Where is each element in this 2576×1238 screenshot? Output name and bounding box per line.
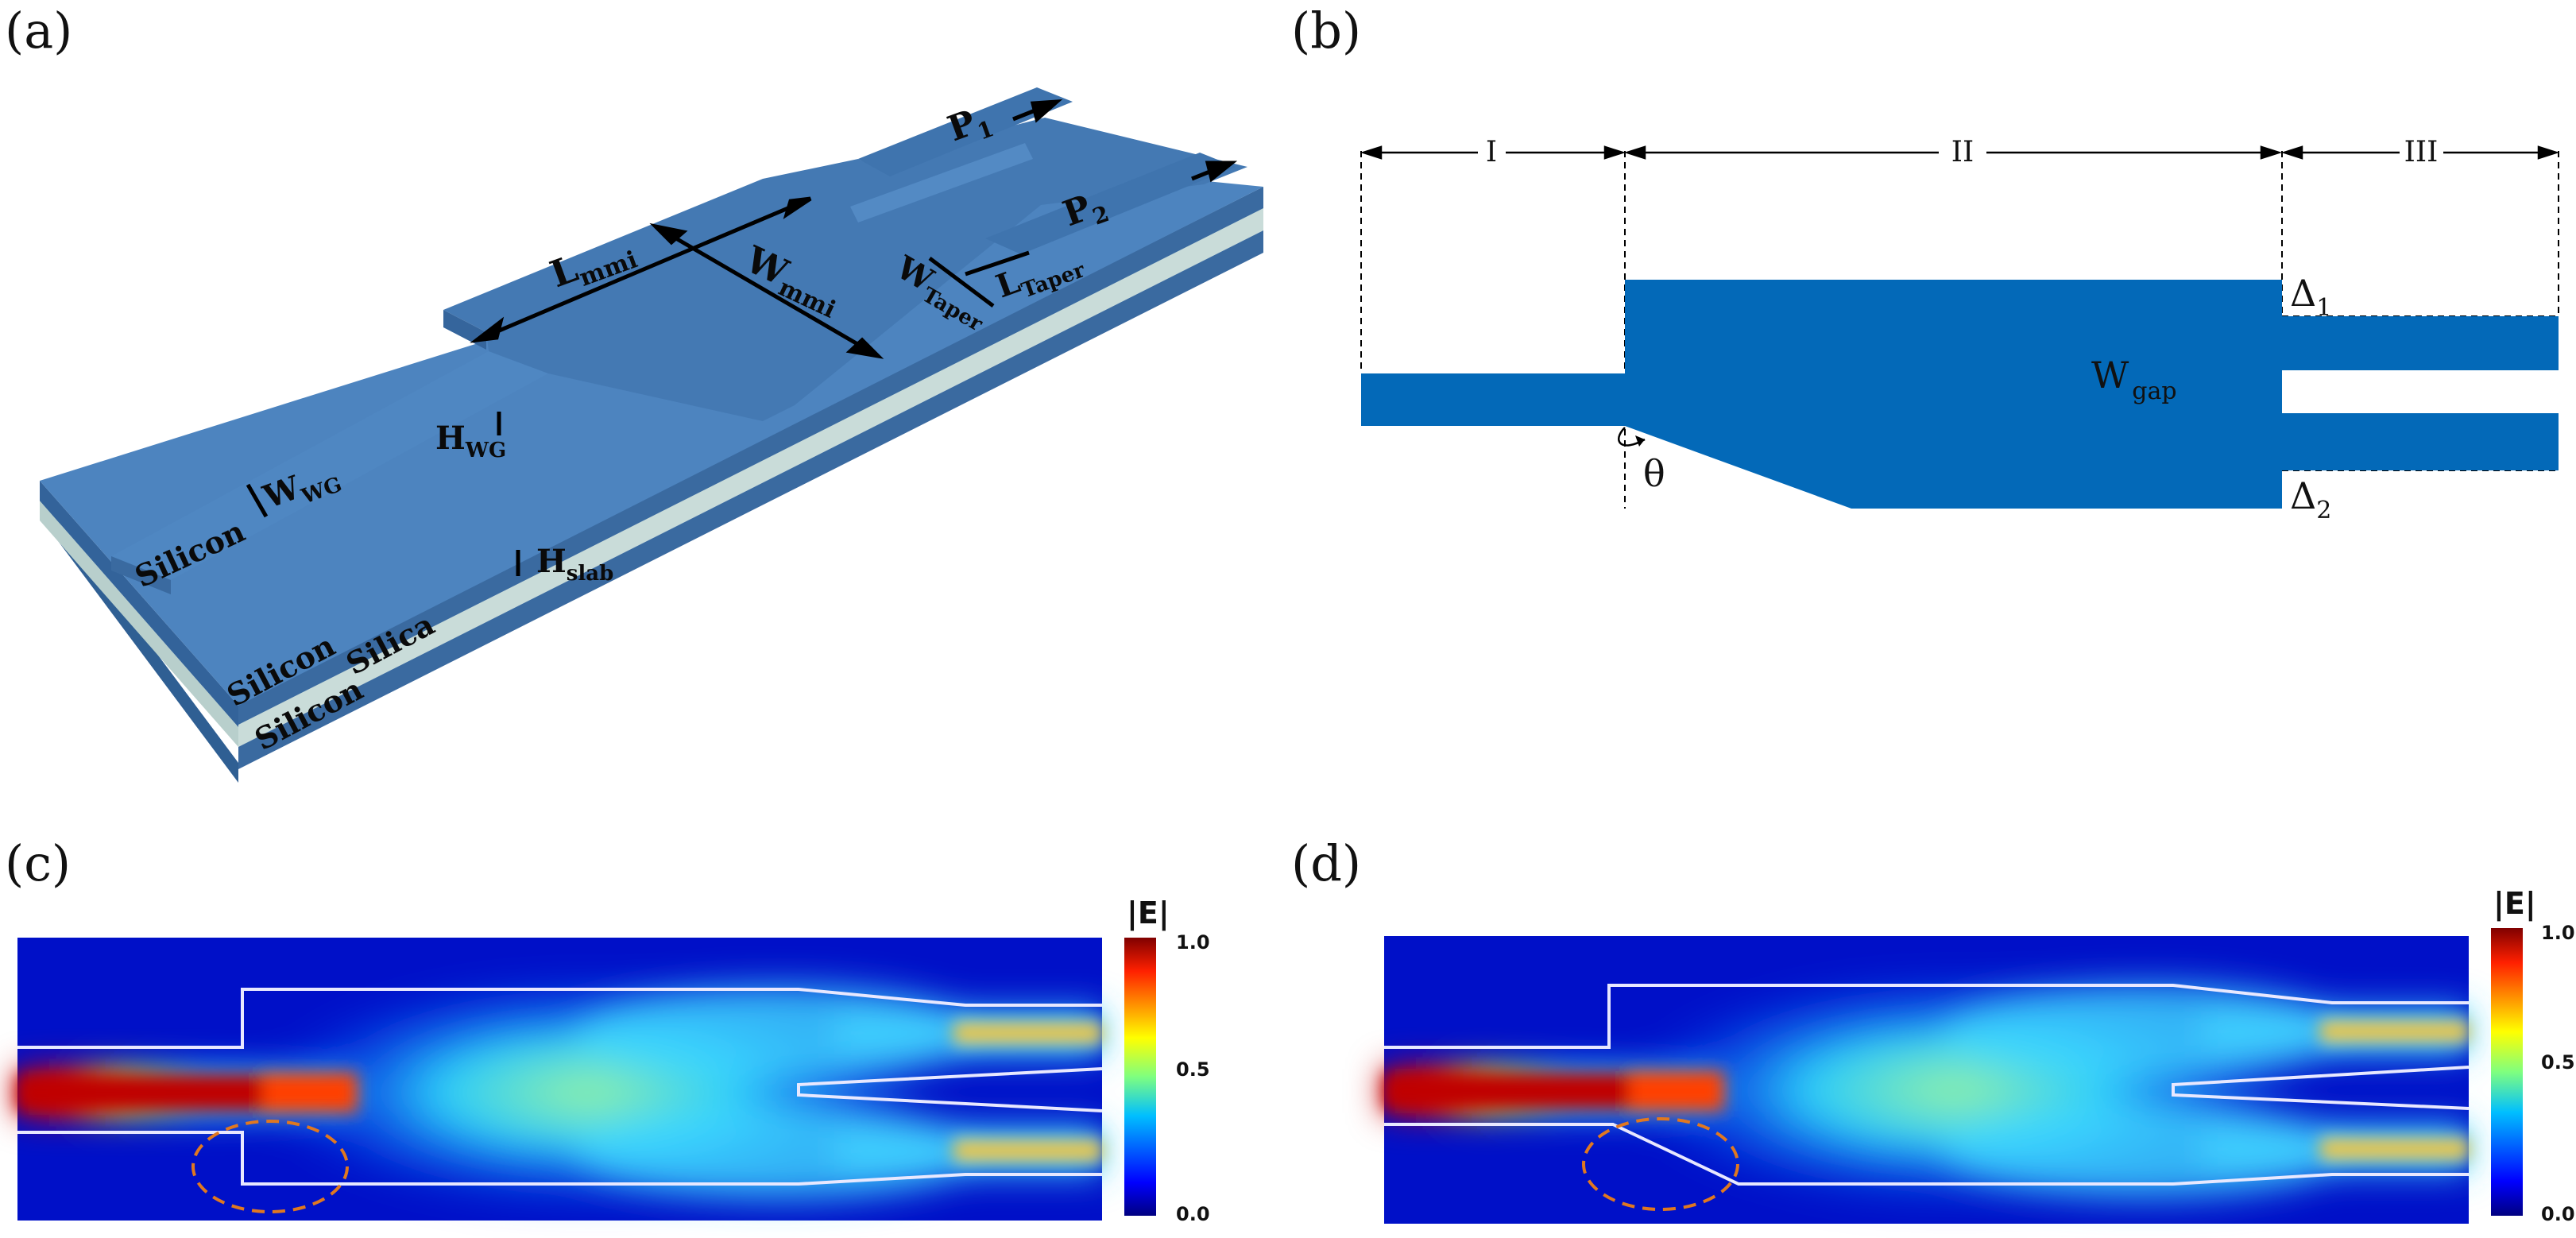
delta2-label: Δ2 [2290,474,2331,524]
panel-d-highlight-ellipse [1582,1117,1739,1211]
taper-lighter [850,143,1033,222]
input-waveguide-top [111,351,548,580]
colorbar-c-tick-min: 0.0 [1176,1203,1210,1225]
colorbar-c [1124,938,1156,1216]
colorbar-c-title: |E| [1127,896,1170,931]
label-hslab: Hslab [536,543,613,586]
panel-c-field-map: |E| 1.0 0.5 0.0 [17,896,1210,1225]
slab-top [40,165,1263,706]
colorbar-d-tick-min: 0.0 [2541,1203,2575,1225]
colorbar-d-title: |E| [2493,886,2536,922]
panel-d-outline [1384,984,2470,1186]
colorbar-c-tick-mid: 0.5 [1176,1058,1210,1081]
delta1-label: Δ1 [2290,272,2331,322]
slab-left-side [40,481,238,727]
panel-c-label: (c) [5,834,71,892]
input-waveguide-side [111,556,171,594]
colorbar-d-tick-mid: 0.5 [2541,1051,2575,1074]
output-waveguide-1 [858,87,1073,176]
mmi-top-view-shape [1361,280,2559,509]
silica-left-layer [40,501,238,747]
panel-b-label: (b) [1291,2,1361,60]
panel-a-label: (a) [5,2,72,60]
silica-front-layer [238,207,1263,747]
colorbar-d [2491,928,2523,1216]
panel-a-device: P1 P2 Lmmi Wmmi WTaper LTaper HWG WWG Hs… [40,87,1263,783]
colorbar-d-tick-max: 1.0 [2541,922,2575,944]
region-2-label: II [1951,136,1974,168]
panel-c-outline [17,988,1103,1186]
panel-c-highlight-ellipse [191,1120,349,1213]
panel-d-field-map: |E| 1.0 0.5 0.0 [1384,886,2575,1225]
substrate-front [238,230,1263,769]
silicon-slab-front [238,187,1263,725]
label-hwg: HWG [435,420,506,462]
region-3-label: III [2404,136,2439,168]
colorbar-c-tick-max: 1.0 [1176,931,1210,954]
mmi-top [443,118,1247,421]
region-1-label: I [1486,136,1497,168]
theta-label: θ [1643,452,1665,495]
panel-d-label: (d) [1291,834,1361,892]
output-waveguide-2 [985,153,1236,254]
